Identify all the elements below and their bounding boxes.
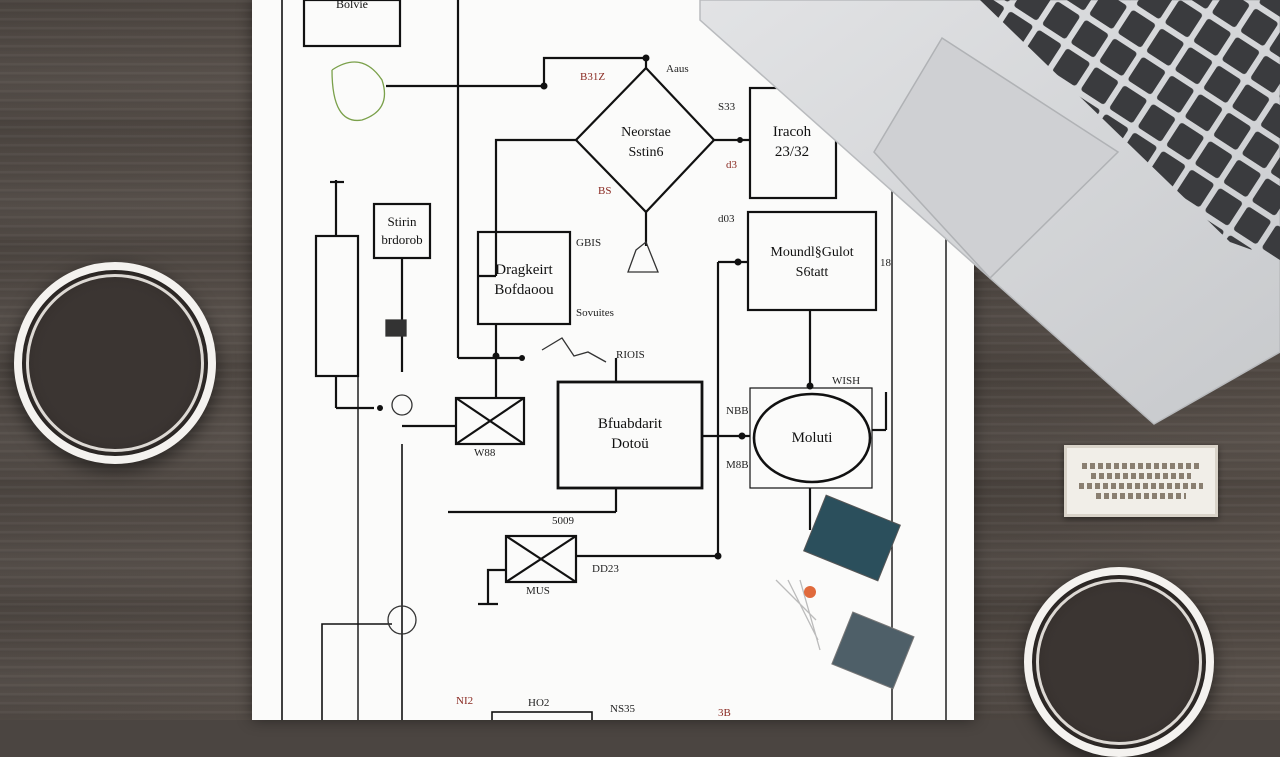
- small-box-label-1: Stirin: [388, 214, 417, 229]
- center-right-label-1: Moundl§Gulot: [770, 245, 853, 260]
- label-nbb: NBB: [726, 405, 749, 417]
- right-top-label-1: Iracoh: [773, 124, 812, 140]
- label-m8b: M8B: [726, 459, 749, 471]
- label-rios: RIOIS: [616, 349, 645, 361]
- label-s33: S33: [718, 101, 736, 113]
- label-axus: Aaus: [666, 63, 689, 75]
- label-ni2: NI2: [456, 695, 473, 707]
- top-box: [302, 0, 402, 48]
- label-wish: WISH: [832, 375, 860, 387]
- label-w88: W88: [474, 447, 496, 459]
- right-top-box: [748, 86, 838, 200]
- label-d3: d3: [726, 159, 738, 171]
- label-sovuites: Sovuites: [576, 307, 614, 319]
- label-18: 18: [880, 257, 892, 269]
- coffee-cup-right: [1024, 567, 1214, 757]
- decision-diamond: [574, 66, 716, 214]
- center-right-box: [746, 210, 878, 312]
- center-left-label-2: Bofdaoou: [494, 282, 554, 298]
- schematic-paper-sheet: Bolvie Neorstae Sstin6 Iracoh 23/32 Stir…: [252, 0, 974, 720]
- decision-label-2: Sstin6: [628, 145, 663, 160]
- label-dd23: DD23: [592, 563, 619, 575]
- label-5009: 5009: [552, 515, 575, 527]
- label-ho2: HO2: [528, 697, 549, 709]
- business-card: [1064, 445, 1218, 517]
- label-bs: BS: [598, 185, 611, 197]
- label-3b: 3B: [718, 707, 731, 719]
- label-b3: B31Z: [580, 71, 605, 83]
- cup-rim: [26, 274, 204, 452]
- main-box-label-2: Dotoü: [611, 436, 649, 452]
- main-box-label-1: Bfuabdarit: [598, 416, 663, 432]
- main-box: [556, 380, 704, 490]
- center-left-label-1: Dragkeirt: [495, 262, 553, 278]
- cup-rim: [1036, 579, 1202, 745]
- circuit-schematic-drawing: Bolvie Neorstae Sstin6 Iracoh 23/32 Stir…: [281, 0, 947, 720]
- coffee-cup-left: [14, 262, 216, 464]
- center-left-box: [476, 230, 572, 326]
- label-gbis: GBIS: [576, 237, 601, 249]
- label-mus: MUS: [526, 585, 550, 597]
- decision-label-1: Neorstae: [621, 125, 671, 140]
- right-top-label-2: 23/32: [775, 144, 809, 160]
- center-right-label-2: S6tatt: [796, 265, 829, 280]
- ellipse-label: Moluti: [792, 430, 833, 446]
- top-box-label: Bolvie: [336, 0, 368, 11]
- label-ns35: NS35: [610, 703, 636, 715]
- label-d03: d03: [718, 213, 735, 225]
- small-box-label-2: brdorob: [381, 232, 422, 247]
